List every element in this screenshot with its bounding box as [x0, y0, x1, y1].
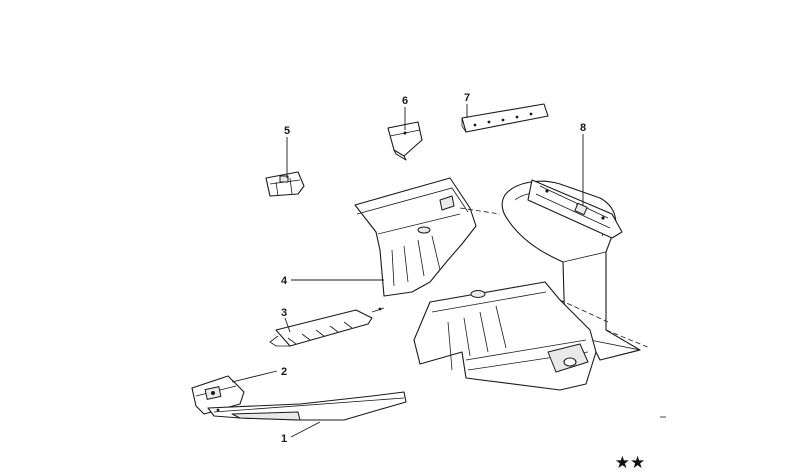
part-2-front-bracket [191, 375, 245, 415]
callout-8: 8 [580, 122, 586, 134]
callout-3: 3 [281, 307, 287, 319]
callout-1: 1 [281, 433, 287, 445]
leader-2 [231, 370, 278, 383]
leader-1 [290, 421, 321, 438]
part-7-mounting-strip [461, 103, 549, 133]
callout-6: 6 [402, 95, 408, 107]
footer-star-mark: ★★ [615, 453, 645, 473]
part-8-cross-member [527, 179, 623, 239]
callout-7: 7 [464, 92, 470, 104]
part-6-bracket [387, 121, 423, 161]
callout-2: 2 [281, 366, 287, 378]
callout-5: 5 [284, 125, 290, 137]
part-5-support [265, 171, 305, 197]
leader-3 [284, 317, 291, 333]
part-1-longitudinal-member [207, 391, 407, 421]
part-4-inner-panel [354, 177, 501, 297]
part-3-reinforcement [269, 307, 385, 347]
callout-4: 4 [281, 275, 288, 287]
callout-leaders [231, 104, 584, 438]
side-member-assembly [413, 281, 609, 391]
